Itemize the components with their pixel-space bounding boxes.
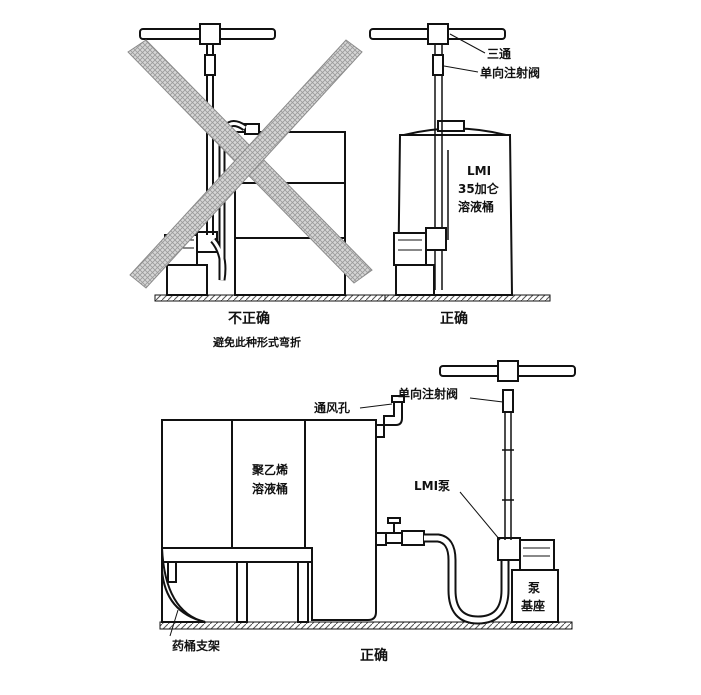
pump xyxy=(393,227,447,296)
correct-installation-top: 三通 单向注射阀 LMI 35加仑 溶液桶 正确 xyxy=(369,23,551,327)
pump-base xyxy=(511,569,559,623)
tank-label-line3: 溶液桶 xyxy=(458,199,494,214)
incorrect-x-mark xyxy=(127,39,373,289)
vent-label: 通风孔 xyxy=(314,400,350,415)
valve-leader xyxy=(469,397,504,403)
tank-label-line2: 溶液桶 xyxy=(252,481,288,496)
discharge-line xyxy=(502,390,514,540)
valve-label: 单向注射阀 xyxy=(398,386,458,401)
outlet-valve xyxy=(375,517,425,546)
tee-label: 三通 xyxy=(487,46,511,61)
tank-label-line1: 聚乙烯 xyxy=(251,462,288,477)
pump-label: LMI泵 xyxy=(414,479,450,493)
correct-caption-top: 正确 xyxy=(440,310,468,327)
tee-pipe xyxy=(139,23,276,45)
vent-leader xyxy=(359,403,393,409)
ground-line xyxy=(159,621,573,630)
base-label-line2: 基座 xyxy=(520,598,545,613)
correct-installation-bottom: 通风孔 单向注射阀 LMI泵 聚乙烯 溶液桶 泵 基座 药桶支架 正确 xyxy=(159,360,576,664)
stand-leader xyxy=(169,609,179,637)
stand-label: 药桶支架 xyxy=(172,638,220,653)
base-label-line1: 泵 xyxy=(528,581,540,595)
tee-leader xyxy=(449,33,486,54)
correct-caption-bottom: 正确 xyxy=(360,647,388,664)
tee-pipe xyxy=(369,23,506,76)
incorrect-installation: 不正确 避免此种形式弯折 xyxy=(127,23,386,349)
valve-label: 单向注射阀 xyxy=(480,65,540,80)
tee-pipe xyxy=(439,360,576,413)
tank-label-line1: LMI xyxy=(467,164,491,178)
valve-leader xyxy=(443,65,479,73)
pump-leader xyxy=(459,491,501,541)
poly-tank xyxy=(161,419,377,623)
incorrect-caption: 不正确 xyxy=(228,310,270,327)
suction-hose xyxy=(424,533,510,625)
lmi-pump xyxy=(497,537,555,571)
incorrect-subcaption: 避免此种形式弯折 xyxy=(213,335,301,349)
tank-stand xyxy=(161,547,313,623)
tank-label-line2: 35加仑 xyxy=(458,181,500,196)
vent-fitting xyxy=(375,395,405,438)
